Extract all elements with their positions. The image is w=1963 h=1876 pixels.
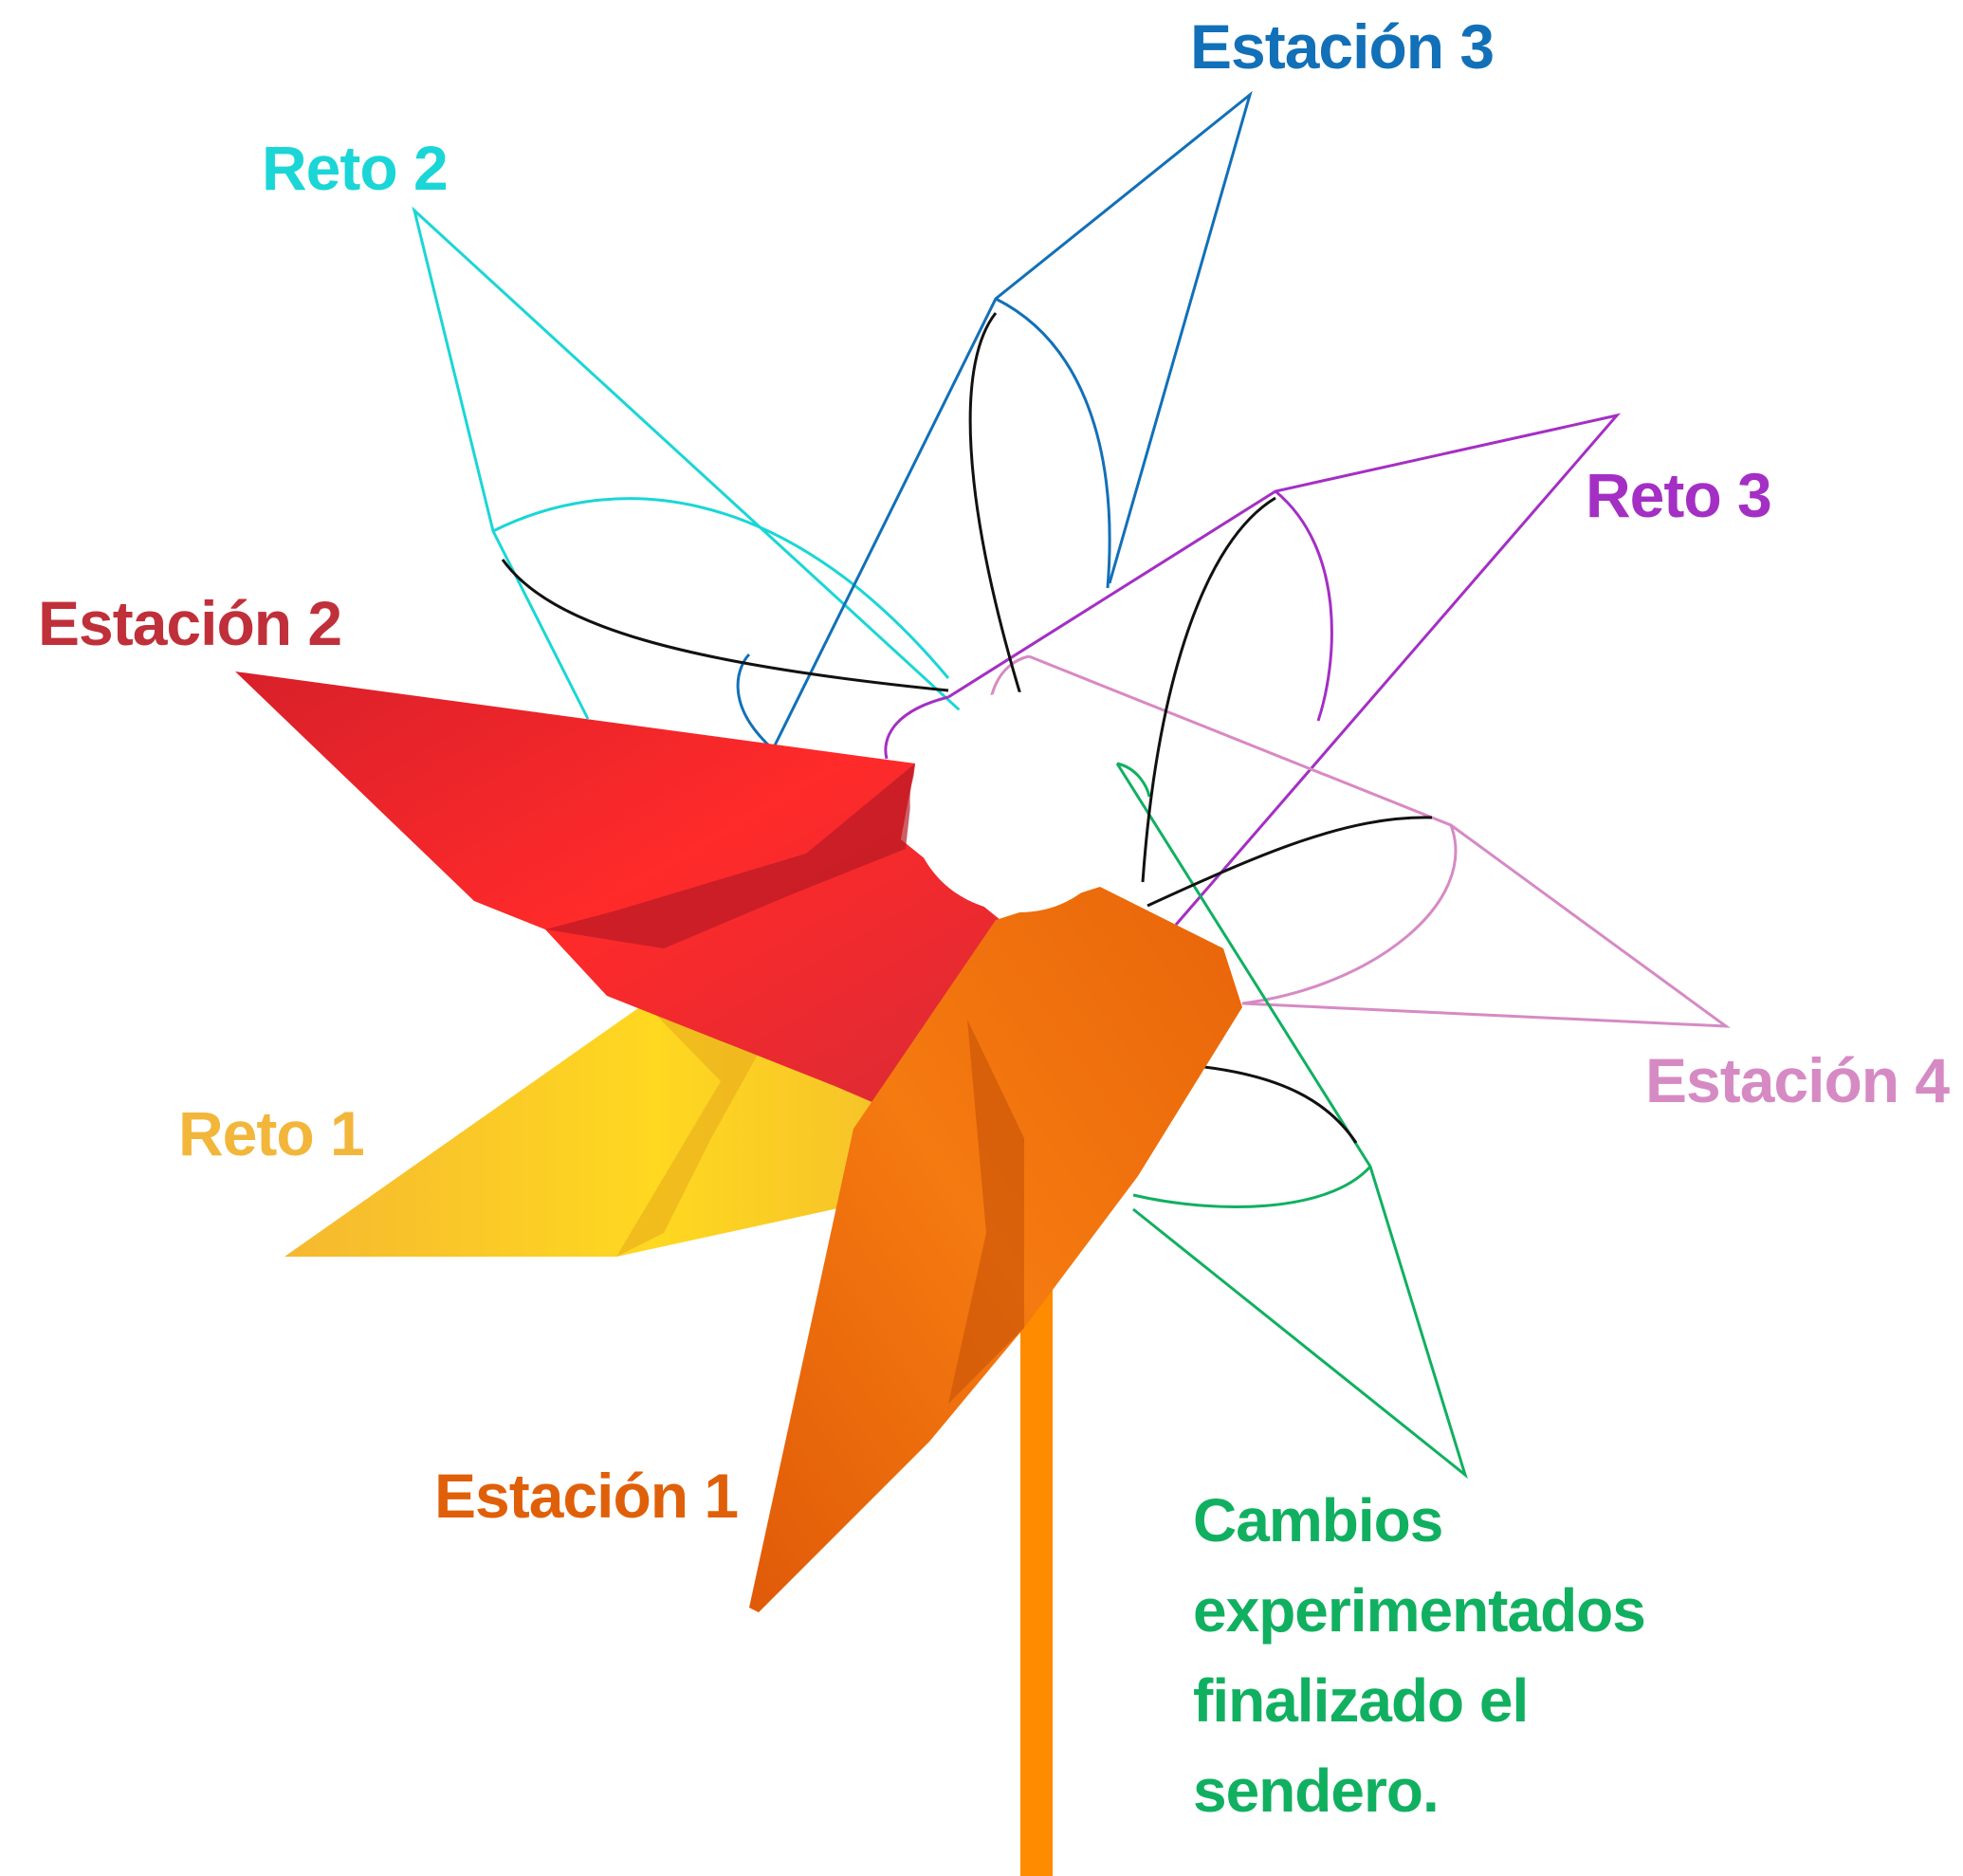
label-estacion-3: Estación 3 (1190, 11, 1494, 82)
label-estacion-2: Estación 2 (38, 588, 341, 658)
estacion-2-blade (235, 671, 1000, 1114)
reto-1-fold (616, 1003, 759, 1257)
label-cambios-line-4: sendero. (1193, 1756, 1439, 1825)
black-edge-3 (1141, 496, 1276, 883)
label-reto-1: Reto 1 (178, 1098, 364, 1168)
pinwheel-stick (1020, 1290, 1053, 1876)
label-cambios-line-1: Cambios (1193, 1486, 1442, 1554)
black-edge-1 (501, 559, 949, 692)
outline-petals (412, 90, 1731, 1480)
solid-blades (235, 671, 1242, 1612)
reto-2-curve (492, 497, 950, 679)
reto-3-curve (884, 489, 1333, 760)
black-edge-5 (1203, 1065, 1358, 1144)
estacion-2-fold (545, 763, 915, 948)
reto-2-outline (412, 206, 983, 732)
label-reto-2: Reto 2 (262, 133, 448, 203)
estacion-3-outline (771, 90, 1253, 750)
label-estacion-1: Estación 1 (434, 1461, 738, 1531)
estacion-3-curve (736, 297, 1111, 751)
label-cambios-line-3: finalizado el (1193, 1666, 1528, 1735)
cambios-outline (1115, 763, 1468, 1480)
estacion-1-fold (948, 1020, 1024, 1404)
reto-3-outline (947, 413, 1622, 926)
label-reto-3: Reto 3 (1586, 460, 1771, 530)
black-edge-4 (1147, 816, 1433, 908)
label-cambios-line-2: experimentados (1193, 1576, 1645, 1645)
pinwheel-hub (909, 691, 1122, 912)
black-edge-2 (968, 312, 1028, 714)
estacion-4-outline (1028, 654, 1731, 1028)
cambios-curve (1116, 762, 1372, 1208)
labels: Estación 3 Reto 2 Reto 3 Estación 2 Esta… (38, 11, 1951, 1825)
label-estacion-4: Estación 4 (1645, 1045, 1950, 1115)
